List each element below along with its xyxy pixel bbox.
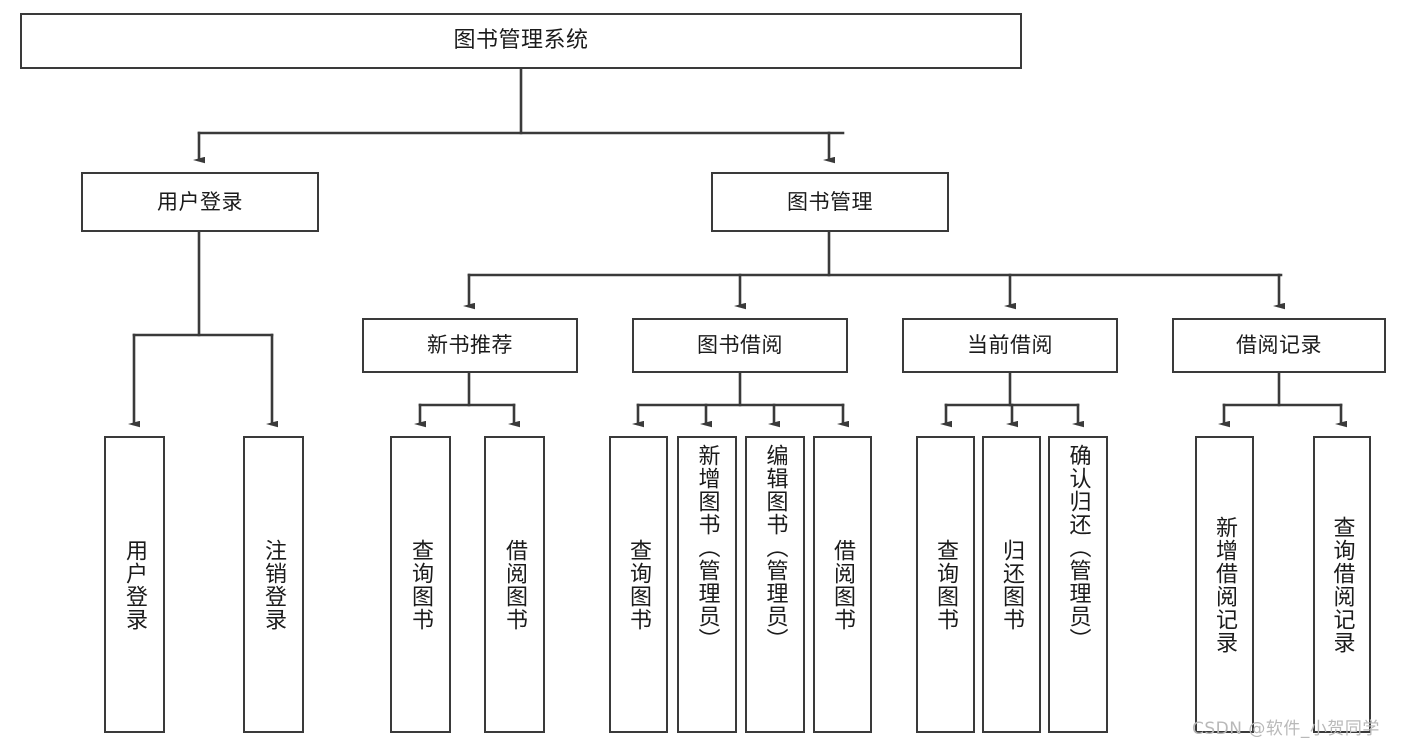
leaf-new-book-borrow[interactable]: 借阅图书: [484, 436, 545, 733]
node-label: 图书管理系统: [453, 28, 589, 54]
leaf-user-login-login[interactable]: 用户登录: [104, 436, 165, 733]
node-current-borrow[interactable]: 当前借阅: [902, 318, 1118, 373]
node-label: 用户登录: [122, 538, 148, 631]
node-label: 查询图书: [626, 538, 652, 631]
node-user-login[interactable]: 用户登录: [81, 172, 319, 232]
node-book-borrow[interactable]: 图书借阅: [632, 318, 848, 373]
leaf-new-book-query[interactable]: 查询图书: [390, 436, 451, 733]
node-label: 借阅图书: [502, 538, 528, 631]
node-new-book-recommend[interactable]: 新书推荐: [362, 318, 578, 373]
leaf-book-borrow-borrow[interactable]: 借阅图书: [813, 436, 872, 733]
node-label: 新增借阅记录: [1212, 515, 1238, 654]
node-label: 确认归还（管理员）: [1065, 444, 1091, 651]
node-label: 新书推荐: [427, 333, 513, 358]
node-label: 编辑图书（管理员）: [762, 444, 788, 651]
leaf-current-borrow-return[interactable]: 归还图书: [982, 436, 1041, 733]
leaf-book-borrow-query[interactable]: 查询图书: [609, 436, 668, 733]
node-root-system[interactable]: 图书管理系统: [20, 13, 1022, 69]
node-label: 注销登录: [261, 538, 287, 631]
node-borrow-record[interactable]: 借阅记录: [1172, 318, 1386, 373]
node-label: 借阅图书: [830, 538, 856, 631]
node-label: 当前借阅: [967, 333, 1053, 358]
node-label: 借阅记录: [1236, 333, 1322, 358]
leaf-user-login-logout[interactable]: 注销登录: [243, 436, 304, 733]
leaf-borrow-record-query[interactable]: 查询借阅记录: [1313, 436, 1371, 733]
node-label: 图书管理: [787, 189, 873, 214]
leaf-current-borrow-confirm-return[interactable]: 确认归还（管理员）: [1048, 436, 1108, 733]
node-label: 新增图书（管理员）: [694, 444, 720, 651]
node-label: 查询图书: [933, 538, 959, 631]
node-label: 归还图书: [999, 538, 1025, 631]
node-label: 用户登录: [157, 189, 243, 214]
node-label: 查询图书: [408, 538, 434, 631]
node-book-management[interactable]: 图书管理: [711, 172, 949, 232]
leaf-borrow-record-add[interactable]: 新增借阅记录: [1195, 436, 1254, 733]
leaf-book-borrow-add[interactable]: 新增图书（管理员）: [677, 436, 737, 733]
csdn-watermark: CSDN @软件_小贺同学: [1192, 719, 1380, 739]
node-label: 图书借阅: [697, 333, 783, 358]
leaf-book-borrow-edit[interactable]: 编辑图书（管理员）: [745, 436, 805, 733]
leaf-current-borrow-query[interactable]: 查询图书: [916, 436, 975, 733]
node-label: 查询借阅记录: [1329, 515, 1355, 654]
